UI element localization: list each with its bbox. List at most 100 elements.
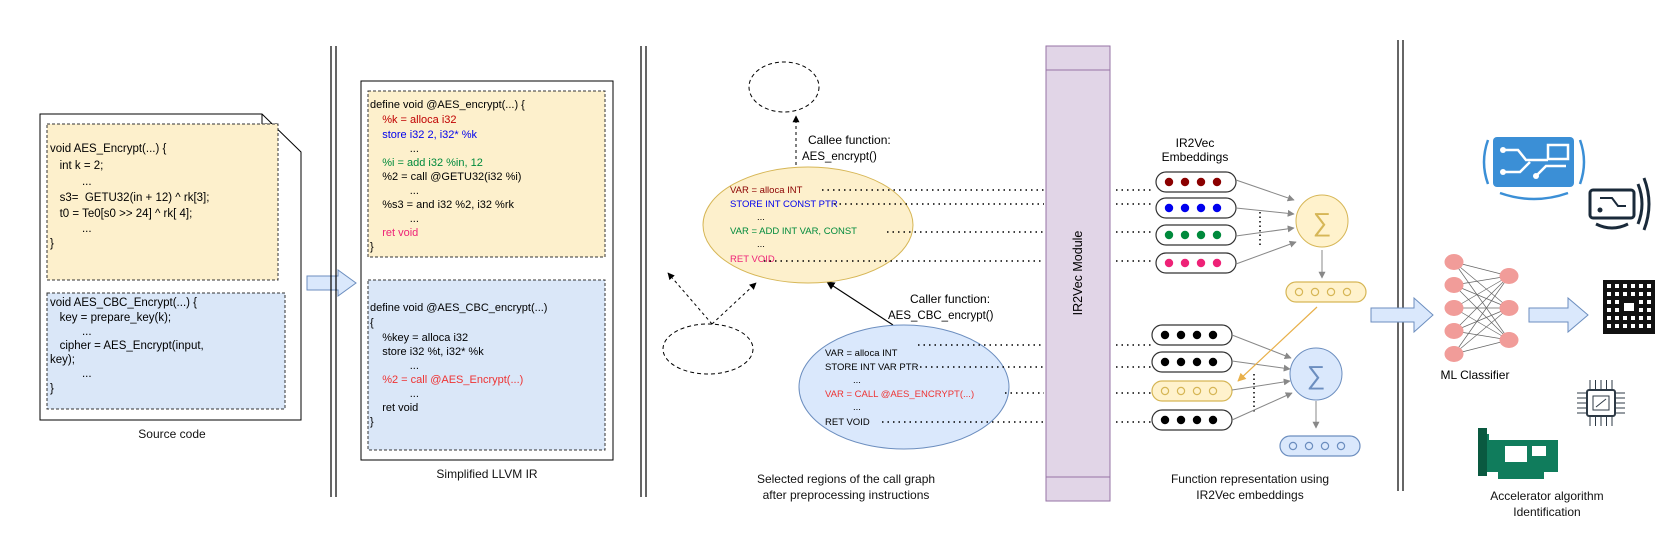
caller-embedding	[1151, 324, 1233, 346]
chip-cell	[1639, 308, 1643, 312]
chip-cell	[1639, 316, 1643, 320]
circuit-wireless-icon	[1482, 137, 1586, 201]
source-cbc-line: ...	[50, 326, 92, 338]
llvm-ir-caption: Simplified LLVM IR	[436, 467, 537, 481]
nn-node	[1444, 346, 1464, 362]
callee-ir-line: VAR = ADD INT VAR, CONST	[730, 226, 857, 237]
chip-cell	[1615, 316, 1619, 320]
nn-node	[1499, 300, 1519, 316]
nn-node	[1499, 268, 1519, 284]
callee-embedding	[1155, 224, 1237, 246]
chip-cell	[1615, 284, 1619, 288]
embeddings-label: IR2Vec	[1176, 136, 1215, 150]
source-cbc-line: key);	[50, 354, 75, 366]
embedding-dot	[1326, 287, 1336, 297]
callee-sum-symbol: ∑	[1313, 207, 1332, 237]
nn-edge	[1453, 261, 1510, 277]
embedding-dot	[1208, 415, 1218, 425]
callee-function-vector	[1285, 281, 1367, 303]
embedding-dot	[1196, 258, 1206, 268]
embedding-dot	[1176, 386, 1186, 396]
aes-cbc-source-block	[46, 292, 286, 410]
embedding-dot	[1310, 287, 1320, 297]
chip-cell	[1607, 324, 1611, 328]
caller-ir-line: VAR = CALL @AES_ENCRYPT(...)	[825, 389, 974, 400]
callee-function-node	[702, 166, 914, 284]
aggregation: ∑ ∑ Function representation using IR2Vec…	[1171, 179, 1367, 502]
chip-cell	[1607, 316, 1611, 320]
chip-cell	[1647, 324, 1651, 328]
caller-ir-line: ...	[853, 375, 861, 386]
ir-cbc-line: }	[370, 416, 374, 428]
callee-embedding	[1155, 197, 1237, 219]
callee-ir-line: STORE INT CONST PTR	[730, 199, 838, 210]
embedding-dot	[1336, 441, 1346, 451]
embedding-dot	[1196, 203, 1206, 213]
circuit-board-icon	[1588, 177, 1651, 231]
chip-icon	[1603, 280, 1655, 334]
nn-edge	[1453, 275, 1510, 309]
callee-sum-node	[1295, 194, 1349, 248]
callee-ir-line: ...	[757, 212, 765, 223]
embedding-box	[1151, 351, 1233, 373]
caller-ir-line: VAR = alloca INT	[825, 348, 898, 359]
caller-ir-line: ...	[853, 402, 861, 413]
embedding-dot	[1304, 441, 1314, 451]
source-encrypt-line: t0 = Te0[s0 >> 24] ^ rk[ 4];	[50, 208, 192, 220]
chip-cell	[1639, 324, 1643, 328]
function-representation-caption: Function representation using	[1171, 472, 1329, 486]
ir-cbc-line: {	[370, 317, 374, 329]
embedding-dot	[1160, 357, 1170, 367]
ir-cbc-line: %2 = call @AES_Encrypt(...)	[370, 374, 523, 386]
embedding-dot	[1288, 441, 1298, 451]
source-code-panel: void AES_Encrypt(...) { int k = 2; ... s…	[39, 113, 302, 441]
nn-node	[1444, 323, 1464, 339]
ir-cbc-line: %key = alloca i32	[370, 332, 468, 344]
ir-encrypt-line: %i = add i32 %in, 12	[370, 157, 483, 169]
accelerator-caption: Accelerator algorithm	[1490, 489, 1603, 503]
embedding-dot	[1164, 203, 1174, 213]
callee-label: Callee function:	[808, 133, 891, 147]
chip-cell	[1623, 292, 1627, 296]
nn-node	[1444, 277, 1464, 293]
source-encrypt-line: int k = 2;	[50, 160, 103, 172]
chip-cell	[1607, 284, 1611, 288]
ir-encrypt-line: define void @AES_encrypt(...) {	[370, 99, 525, 111]
embedding-dot	[1192, 330, 1202, 340]
embedding-dot	[1160, 330, 1170, 340]
nn-edge	[1453, 261, 1510, 309]
embedding-box	[1285, 281, 1367, 303]
chip-cell	[1647, 300, 1651, 304]
nn-edge	[1453, 339, 1510, 355]
embedding-dot	[1342, 287, 1352, 297]
embedding-dot	[1212, 230, 1222, 240]
chip-cell	[1631, 292, 1635, 296]
caller-function-node	[798, 324, 1010, 450]
embedding-dot	[1192, 386, 1202, 396]
embedding-dot	[1160, 386, 1170, 396]
ir-encrypt-line: %2 = call @GETU32(i32 %i)	[370, 171, 521, 183]
embedding-dot	[1176, 415, 1186, 425]
callee-ir-line: ...	[757, 239, 765, 250]
chip-cell	[1607, 292, 1611, 296]
chip-cell	[1639, 292, 1643, 296]
ir-cbc-line: ret void	[370, 402, 418, 414]
source-cbc-line: }	[50, 383, 54, 395]
chip-cell	[1639, 300, 1643, 304]
ir-encrypt-line: %k = alloca i32	[370, 114, 457, 126]
embedding-dot	[1192, 415, 1202, 425]
embedding-box	[1279, 435, 1361, 457]
nn-edge	[1453, 307, 1510, 341]
chip-cell	[1631, 324, 1635, 328]
aes-cbc-ir-block	[367, 279, 606, 451]
embedding-dot	[1180, 203, 1190, 213]
ml-classifier: ML Classifier	[1441, 254, 1519, 382]
embedding-box	[1155, 252, 1237, 274]
source-encrypt-line: ...	[50, 223, 92, 235]
caller-label: Caller function:	[910, 292, 990, 306]
chip-cell	[1631, 284, 1635, 288]
source-cbc-line: cipher = AES_Encrypt(input,	[50, 340, 204, 352]
embedding-dot	[1164, 258, 1174, 268]
section-divider	[640, 46, 647, 497]
